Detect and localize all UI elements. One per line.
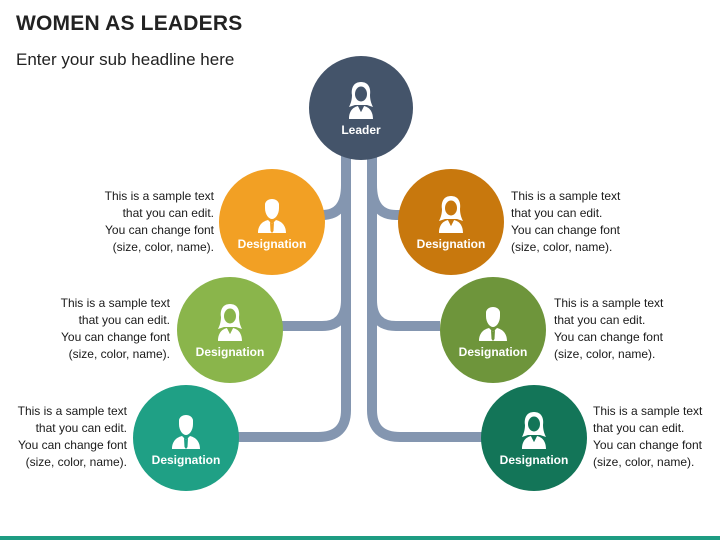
designation-label: Designation [499, 453, 569, 467]
man-icon [172, 415, 200, 449]
description-left-1: This is a sample text that you can edit.… [104, 189, 214, 254]
designation-label: Designation [195, 345, 265, 359]
description-right-1: This is a sample text that you can edit.… [511, 189, 621, 254]
footer-bar [0, 536, 720, 540]
woman-icon [218, 304, 242, 341]
page-title: WOMEN AS LEADERS [16, 12, 243, 35]
designation-label: Designation [237, 237, 307, 251]
woman-icon [349, 82, 373, 119]
description-right-3: This is a sample text that you can edit.… [593, 404, 703, 469]
designation-node-left-3: Designation [133, 385, 239, 491]
woman-icon [439, 196, 463, 233]
description-left-3: This is a sample text that you can edit.… [17, 404, 127, 469]
designation-label: Designation [151, 453, 221, 467]
man-icon [479, 307, 507, 341]
page-subtitle: Enter your sub headline here [16, 50, 235, 69]
description-left-2: This is a sample text that you can edit.… [60, 296, 170, 361]
designation-node-left-1: Designation [219, 169, 325, 275]
designation-label: Designation [416, 237, 486, 251]
designation-node-left-2: Designation [177, 277, 283, 383]
designation-node-right-1: Designation [398, 169, 504, 275]
connector-right-3 [367, 290, 484, 442]
man-icon [258, 199, 286, 233]
leader-label: Leader [341, 123, 381, 137]
woman-icon [522, 412, 546, 449]
leader-node: Leader [309, 56, 413, 160]
designation-node-right-2: Designation [440, 277, 546, 383]
designation-node-right-3: Designation [481, 385, 587, 491]
description-right-2: This is a sample text that you can edit.… [554, 296, 664, 361]
designation-label: Designation [458, 345, 528, 359]
connector-left-3 [236, 290, 351, 442]
